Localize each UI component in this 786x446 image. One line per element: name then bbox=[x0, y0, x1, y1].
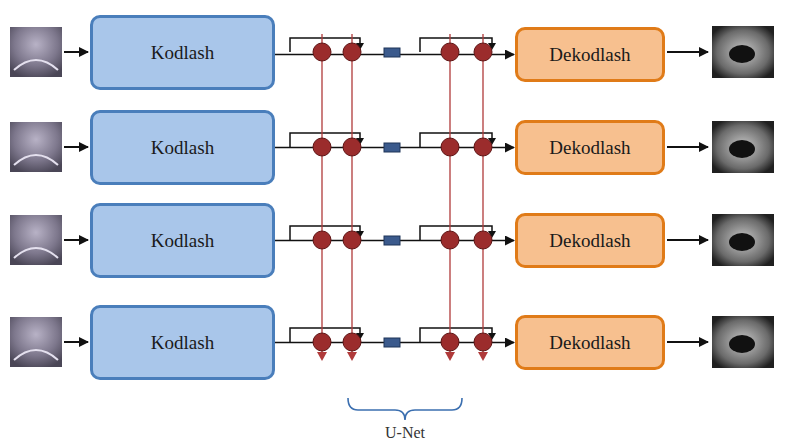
cross-link bbox=[347, 352, 357, 361]
cross-link bbox=[445, 352, 455, 361]
unet-cell bbox=[474, 231, 492, 249]
decoder-box: Dekodlash bbox=[515, 213, 665, 268]
input-image bbox=[14, 248, 58, 258]
unet-cell bbox=[441, 138, 459, 156]
encoder-box: Kodlash bbox=[90, 15, 275, 90]
input-image bbox=[10, 215, 62, 265]
cross-link bbox=[478, 352, 488, 361]
output-image bbox=[712, 121, 774, 173]
unet-cell bbox=[343, 138, 361, 156]
box-label: Dekodlash bbox=[549, 230, 630, 252]
box-label: Kodlash bbox=[151, 137, 214, 159]
cross-link bbox=[317, 352, 327, 361]
unet-cell bbox=[441, 43, 459, 61]
bottleneck-block bbox=[384, 48, 400, 57]
input-arrow bbox=[64, 51, 88, 53]
cross-link bbox=[321, 34, 322, 358]
input-image bbox=[14, 60, 58, 70]
cross-link bbox=[351, 34, 352, 358]
input-arrow bbox=[64, 239, 88, 241]
output-image bbox=[729, 233, 755, 251]
output-image bbox=[712, 214, 774, 266]
output-arrow bbox=[667, 51, 708, 53]
unet-cell bbox=[313, 333, 331, 351]
encoder-box: Kodlash bbox=[90, 110, 275, 185]
bracket bbox=[348, 398, 462, 420]
output-image bbox=[729, 335, 755, 353]
unet-cell bbox=[343, 333, 361, 351]
input-image bbox=[10, 27, 62, 77]
unet-cell bbox=[441, 333, 459, 351]
input-image bbox=[10, 122, 62, 172]
decoder-box: Dekodlash bbox=[515, 120, 665, 175]
bottleneck-block bbox=[384, 236, 400, 245]
output-arrow bbox=[667, 341, 708, 343]
output-image bbox=[712, 26, 774, 78]
input-arrow bbox=[64, 341, 88, 343]
cross-link bbox=[449, 34, 450, 358]
output-arrow bbox=[667, 239, 708, 241]
unet-cell bbox=[474, 43, 492, 61]
unet-cell bbox=[343, 231, 361, 249]
output-arrow bbox=[667, 146, 708, 148]
box-label: Dekodlash bbox=[549, 44, 630, 66]
group-label: U-Net bbox=[383, 424, 427, 442]
input-arrow bbox=[64, 146, 88, 148]
bottleneck-block bbox=[384, 338, 400, 347]
box-label: Kodlash bbox=[151, 332, 214, 354]
encoder-box: Kodlash bbox=[90, 305, 275, 380]
unet-cell bbox=[441, 231, 459, 249]
decoder-box: Dekodlash bbox=[515, 27, 665, 82]
unet-cell bbox=[313, 138, 331, 156]
box-label: Dekodlash bbox=[549, 332, 630, 354]
output-image bbox=[729, 140, 755, 158]
encoder-box: Kodlash bbox=[90, 203, 275, 278]
unet-cell bbox=[343, 43, 361, 61]
output-image bbox=[712, 316, 774, 368]
input-image bbox=[14, 350, 58, 360]
decoder-box: Dekodlash bbox=[515, 315, 665, 370]
box-label: Dekodlash bbox=[549, 137, 630, 159]
input-image bbox=[10, 317, 62, 367]
box-label: Kodlash bbox=[151, 42, 214, 64]
unet-cell bbox=[313, 43, 331, 61]
input-image bbox=[14, 155, 58, 165]
bottleneck-block bbox=[384, 143, 400, 152]
unet-cell bbox=[313, 231, 331, 249]
cross-link bbox=[482, 34, 483, 358]
unet-cell bbox=[474, 333, 492, 351]
output-image bbox=[729, 45, 755, 63]
box-label: Kodlash bbox=[151, 230, 214, 252]
unet-cell bbox=[474, 138, 492, 156]
